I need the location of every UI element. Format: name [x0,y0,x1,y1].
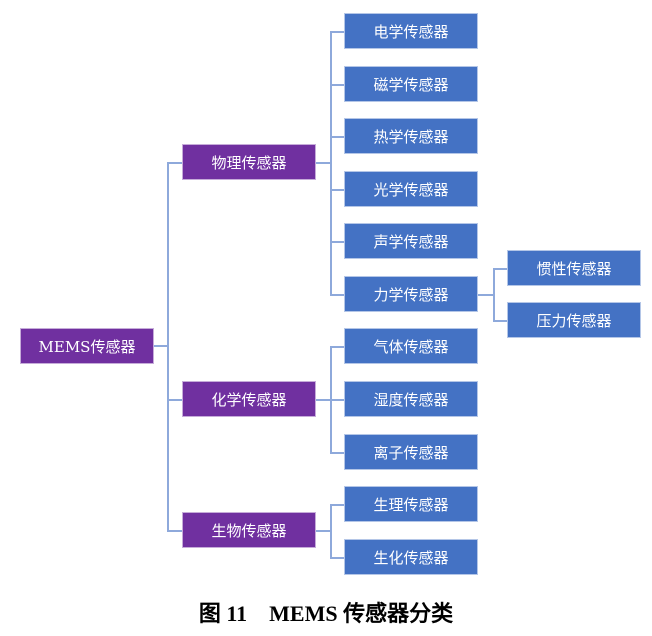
connector [330,294,344,296]
node-physiological-sensor: 生理传感器 [344,486,478,522]
node-optical-sensor: 光学传感器 [344,171,478,207]
connector [330,31,344,33]
node-biological-sensor: 生物传感器 [182,512,316,548]
connector [330,84,344,86]
figure-caption: 图 11 MEMS 传感器分类 [198,601,454,626]
node-mechanical-sensor: 力学传感器 [344,276,478,312]
connector [167,530,182,532]
connector [330,241,344,243]
connector [330,452,344,454]
node-physical-sensor: 物理传感器 [182,144,316,180]
node-electrical-sensor: 电学传感器 [344,13,478,49]
connector [330,346,344,348]
node-pressure-sensor: 压力传感器 [507,302,641,338]
node-biochemical-sensor: 生化传感器 [344,539,478,575]
connector [167,399,182,401]
connector [167,162,169,531]
connector [315,162,330,164]
connector [493,320,507,322]
node-ion-sensor: 离子传感器 [344,434,478,470]
connector [493,268,507,270]
node-mems-sensor: MEMS传感器 [20,328,154,364]
connector [153,345,167,347]
connector [493,268,495,321]
connector [478,294,493,296]
node-inertial-sensor: 惯性传感器 [507,250,641,286]
connector [330,504,332,558]
connector [330,189,344,191]
node-gas-sensor: 气体传感器 [344,328,478,364]
node-chemical-sensor: 化学传感器 [182,381,316,417]
connector [330,504,344,506]
connector [330,557,344,559]
node-thermal-sensor: 热学传感器 [344,118,478,154]
connector [315,399,330,401]
connector [330,31,332,295]
connector [330,136,344,138]
connector [167,162,182,164]
connector [330,399,344,401]
node-acoustic-sensor: 声学传感器 [344,223,478,259]
node-magnetic-sensor: 磁学传感器 [344,66,478,102]
node-humidity-sensor: 湿度传感器 [344,381,478,417]
connector [315,530,330,532]
